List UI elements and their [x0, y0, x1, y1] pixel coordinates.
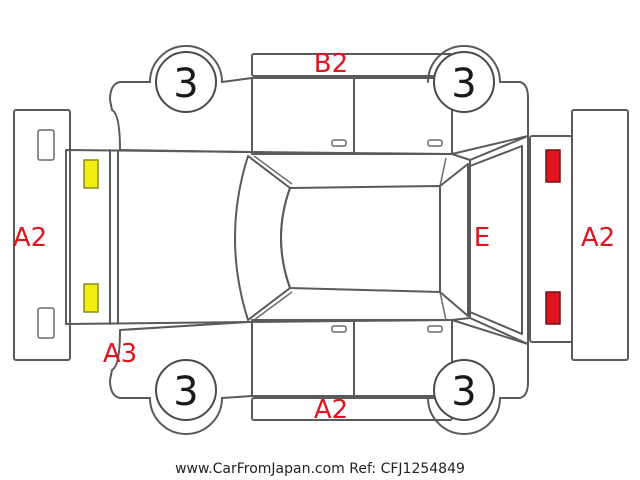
- damage-code-bottom-doors: A2: [314, 395, 348, 425]
- bottom-side-strip: [251, 397, 453, 421]
- damage-code-top-doors: B2: [314, 49, 348, 79]
- rear-hatch-panel: [469, 135, 573, 345]
- red-marker-icon: [545, 291, 561, 325]
- tire-rear-right: 3: [427, 359, 501, 435]
- tire-rating-front-left: 3: [173, 61, 198, 107]
- tire-front-right: 3: [427, 45, 501, 113]
- front-bumper: [13, 109, 71, 361]
- tire-front-left: 3: [149, 45, 223, 113]
- damage-code-front-left-corner: A3: [103, 339, 137, 369]
- tire-rating-rear-right: 3: [451, 369, 476, 415]
- car-body-top-view: [65, 149, 471, 325]
- yellow-marker-icon: [83, 159, 99, 189]
- rear-window: [439, 163, 469, 317]
- damage-code-front-bumper: A2: [13, 223, 47, 253]
- top-side-strip: [251, 53, 453, 77]
- tire-rating-front-right: 3: [451, 61, 476, 107]
- tire-rear-left: 3: [149, 359, 223, 435]
- red-marker-icon: [545, 149, 561, 183]
- tire-rating-rear-left: 3: [173, 369, 198, 415]
- roof: [280, 185, 441, 293]
- yellow-marker-icon: [83, 283, 99, 313]
- footer-reference: www.CarFromJapan.com Ref: CFJ1254849: [175, 461, 465, 477]
- damage-code-rear-hatch: E: [474, 223, 490, 253]
- damage-code-rear-bumper: A2: [581, 223, 615, 253]
